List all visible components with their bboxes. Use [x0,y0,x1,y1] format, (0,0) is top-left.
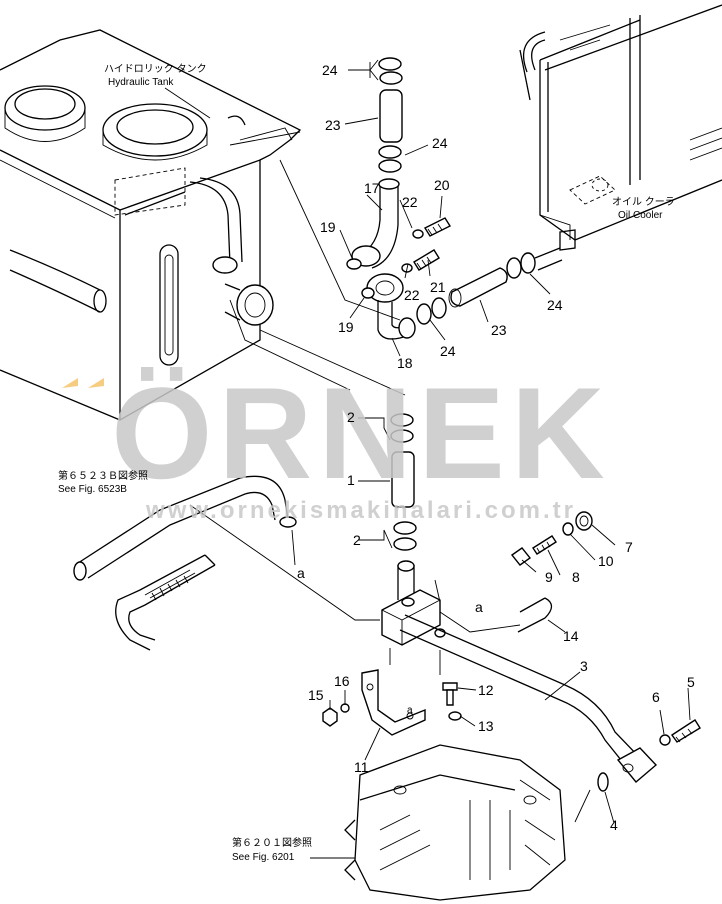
part-number-5: 5 [687,674,695,690]
left-hoses [73,475,297,651]
hydraulic-tank-label-en: Hydraulic Tank [108,77,174,88]
part-number-19-upper: 19 [320,219,336,235]
part-number-9: 9 [545,569,553,585]
part-number-3: 3 [580,658,588,674]
part-number-24-top: 24 [322,62,338,78]
part-number-2-upper: 2 [347,409,355,425]
lower-assembly [322,413,701,792]
part-number-13: 13 [478,718,494,734]
fig-6523b-ref-jp: 第６５２３Ｂ図参照 [58,469,148,482]
part-number-16: 16 [334,673,350,689]
part-number-12: 12 [478,682,494,698]
watermark-accent [62,378,104,388]
part-number-19-lower: 19 [338,319,354,335]
part-number-6: 6 [652,689,660,705]
part-number-18: 18 [397,355,413,371]
part-number-22-lower: 22 [404,287,420,303]
upper-hose-assembly [346,57,563,340]
leader-lines [189,59,691,859]
part-number-24-mid: 24 [432,135,448,151]
part-number-24-lower: 24 [440,343,456,359]
watermark-url: www.ornekismakinalari.com.tr [145,497,576,524]
part-number-23-top: 23 [325,117,341,133]
part-number-15: 15 [308,687,324,703]
fig-6201-ref-jp: 第６２０１図参照 [232,836,312,849]
oil-cooler [519,4,722,251]
part-number-23-right: 23 [491,322,507,338]
part-number-2-lower: 2 [353,532,361,548]
part-number-8: 8 [572,569,580,585]
part-number-1: 1 [347,472,355,488]
fig-6523b-ref-en: See Fig. 6523B [58,484,127,495]
connector-a-left: a [297,565,305,581]
connector-a-right: a [475,599,483,615]
oil-cooler-label-jp: オイル クーラ [612,196,675,208]
connector-a-bracket: a [407,705,413,716]
control-valve [344,744,566,901]
part-number-20: 20 [434,177,450,193]
part-number-21: 21 [430,279,446,295]
part-number-10: 10 [598,553,614,569]
part-number-11: 11 [354,759,369,775]
part-number-22-upper: 22 [402,194,418,210]
part-number-14: 14 [563,628,579,644]
part-number-17: 17 [364,180,380,196]
part-number-24-right: 24 [547,297,563,313]
part-number-7: 7 [625,539,633,555]
watermark-brand: ÖRNEK [111,360,610,506]
fig-6201-ref-en: See Fig. 6201 [232,852,295,863]
hydraulic-tank-label-jp: ハイドロリック タンク [104,63,207,75]
part-number-labels: 24 23 24 17 20 22 19 21 22 19 23 24 24 1… [308,62,695,833]
oil-cooler-label-en: Oil Cooler [618,210,663,221]
watermark: ÖRNEK www.ornekismakinalari.com.tr [62,360,610,524]
hydraulic-tank [0,29,302,421]
part-number-4: 4 [610,817,618,833]
